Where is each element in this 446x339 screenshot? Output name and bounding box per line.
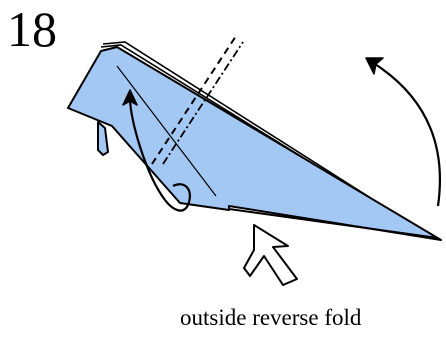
valley-fold-line [151,35,237,165]
rotate-arrow-icon [365,57,442,207]
layer-edge [102,41,419,229]
curved-arrow-icon [122,89,191,212]
fold-edge [228,208,439,239]
fold-instruction: outside reverse fold [180,305,362,330]
lower-flap [97,121,109,156]
paper-model [67,35,442,241]
inner-crease [116,65,217,197]
step-number: 18 [7,1,57,57]
push-arrow-icon [243,224,298,286]
